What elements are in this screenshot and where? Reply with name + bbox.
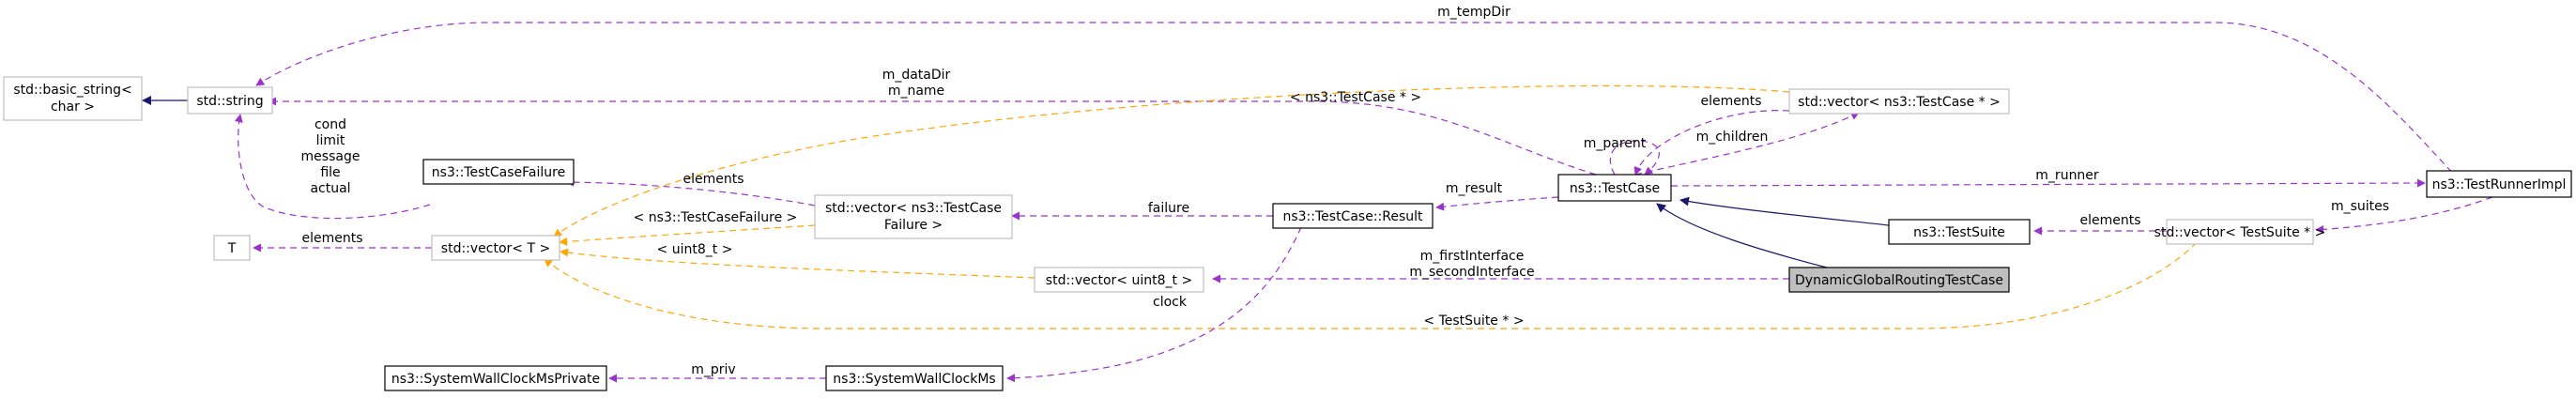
svg-text:std::vector< TestSuite * >: std::vector< TestSuite * > [2154,225,2326,240]
label-vuint8-template: < uint8_t > [657,242,733,257]
svg-text:std::string: std::string [196,94,263,109]
node-testsuite[interactable]: ns3::TestSuite [1888,219,2031,245]
label-vts-elements: elements [2079,213,2140,228]
label-clock: clock [1153,295,1188,310]
label-failure: failure [1148,201,1189,216]
node-vector-t[interactable]: std::vector< T > [431,235,560,261]
label-vtc-elements: elements [1700,94,1761,109]
node-testcasefailure[interactable]: ns3::TestCaseFailure [422,159,575,185]
svg-text:std::vector< ns3::TestCase: std::vector< ns3::TestCase [825,201,1002,216]
label-message: message [301,149,360,164]
label-vtestsuite-template: < TestSuite * > [1423,314,1524,329]
label-file: file [320,165,340,180]
label-m-children: m_children [1696,130,1769,145]
label-vfail-template: < ns3::TestCaseFailure > [634,210,798,225]
edge-m-datadir [268,97,1597,176]
label-t-elements: elements [301,231,362,246]
node-t[interactable]: T [213,235,251,261]
svg-text:Failure >: Failure > [884,218,943,233]
edge-vtestcase-template [553,84,1790,237]
edge-testsuite-inherits [1679,196,1890,226]
edge-failure-string [234,114,431,220]
svg-text:char >: char > [51,100,95,115]
edge-m-result [1435,196,1559,211]
label-m-parent: m_parent [1584,136,1647,151]
svg-text:std::vector< uint8_t >: std::vector< uint8_t > [1046,273,1192,288]
node-dgrtc[interactable]: DynamicGlobalRoutingTestCase [1788,267,2010,293]
edge-m-parent [1609,140,1660,176]
edge-dgrtc-inherits [1656,203,1832,269]
svg-text:std::vector< ns3::TestCase * >: std::vector< ns3::TestCase * > [1798,95,2001,110]
svg-text:ns3::TestCase::Result: ns3::TestCase::Result [1282,209,1423,224]
edge-vtc-elements [1633,110,1790,176]
svg-text:ns3::SystemWallClockMs: ns3::SystemWallClockMs [833,372,995,387]
svg-text:ns3::TestCaseFailure: ns3::TestCaseFailure [432,165,565,180]
edge-m-suites [2315,196,2493,234]
node-syswall[interactable]: ns3::SystemWallClockMs [825,365,1004,391]
node-vector-failure[interactable]: std::vector< ns3::TestCase Failure > [814,194,1013,239]
label-m-tempdir: m_tempDir [1437,5,1510,20]
node-vector-testcase[interactable]: std::vector< ns3::TestCase * > [1788,88,2010,115]
label-m-runner: m_runner [2035,168,2099,183]
label-actual: actual [310,181,350,196]
svg-text:std::vector< T >: std::vector< T > [441,241,550,256]
edge-labels: m_tempDir m_dataDir m_name cond limit me… [301,5,2390,377]
svg-text:ns3::SystemWallClockMsPrivate: ns3::SystemWallClockMsPrivate [391,372,600,387]
label-vfail-elements: elements [682,172,744,187]
node-runner[interactable]: ns3::TestRunnerImpl [2426,170,2572,198]
svg-text:std::basic_string<: std::basic_string< [13,83,131,98]
label-cond: cond [314,117,346,132]
edges [142,22,2493,383]
svg-text:ns3::TestSuite: ns3::TestSuite [1913,225,2005,240]
node-vector-uint8[interactable]: std::vector< uint8_t > [1034,267,1204,293]
node-vector-testsuite[interactable]: std::vector< TestSuite * > [2154,219,2326,245]
edge-m-runner [1670,178,2426,188]
label-m-secondinterface: m_secondInterface [1409,265,1534,280]
edge-vuint8-template [560,248,1035,279]
label-m-result: m_result [1446,181,1503,196]
svg-text:DynamicGlobalRoutingTestCase: DynamicGlobalRoutingTestCase [1795,273,2003,288]
label-vtestcase-template: < ns3::TestCase * > [1290,90,1421,105]
edge-clock [1006,226,1302,383]
label-m-datadir: m_dataDir [882,68,951,83]
label-m-suites: m_suites [2331,199,2389,214]
label-limit: limit [316,133,345,148]
svg-text:T: T [227,241,237,256]
node-syswallprivate[interactable]: ns3::SystemWallClockMsPrivate [384,365,607,391]
label-m-firstinterface: m_firstInterface [1420,249,1525,264]
edge-vfail-elements [565,177,816,207]
label-m-priv: m_priv [691,362,735,377]
node-result[interactable]: ns3::TestCase::Result [1272,203,1434,229]
edge-m-children [1634,112,1860,176]
node-string[interactable]: std::string [187,86,273,115]
nodes: std::basic_string< char > std::string ns… [3,76,2572,391]
svg-text:ns3::TestRunnerImpl: ns3::TestRunnerImpl [2432,177,2567,192]
edge-vfail-template [559,224,816,246]
svg-text:ns3::TestCase: ns3::TestCase [1570,181,1660,196]
node-testcase[interactable]: ns3::TestCase [1557,174,1672,202]
edge-m-tempdir [255,22,2461,181]
node-basic-string[interactable]: std::basic_string< char > [3,76,143,121]
label-m-name: m_name [888,84,944,99]
